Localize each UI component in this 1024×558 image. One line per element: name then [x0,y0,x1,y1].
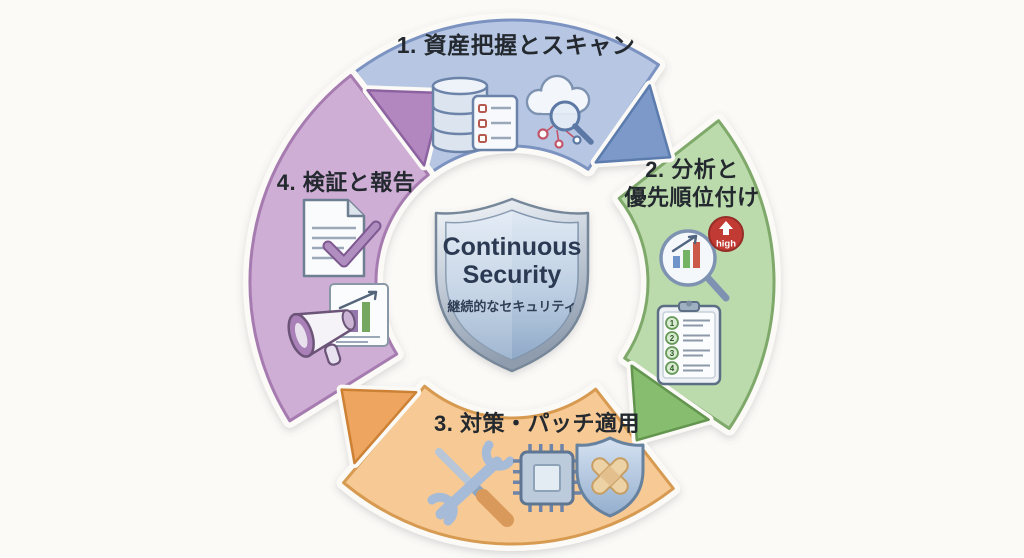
stage-4-icons [287,198,389,366]
high-priority-badge-label: high [716,239,736,250]
priority-number-4: 4 [670,364,675,373]
shield-subtitle: 継続的なセキュリティ [447,299,577,314]
stage-1-label: 1. 資産把握とスキャン [356,31,676,59]
priority-number-3: 3 [670,349,675,358]
center-shield [434,197,590,373]
high-priority-badge: high [708,216,744,252]
priority-clipboard-icon: 1 2 3 4 [656,300,722,386]
priority-number-2: 2 [670,334,675,343]
stage-3-icons [427,436,645,527]
stage-2-icons: high 1 2 3 4 [656,216,744,386]
search-magnifier-icon [549,100,594,145]
shield-title-line-2: Security [462,261,562,289]
analysis-magnifier-icon [659,229,730,302]
stage-3-label-line: 3. 対策・パッチ適用 [434,411,640,436]
stage-4-label-line: 4. 検証と報告 [276,170,416,195]
chip-icon [513,444,581,512]
priority-number-1: 1 [670,319,675,328]
stage-3-label: 3. 対策・パッチ適用 [377,410,697,438]
stage-2-label-line-2: 優先順位付け [624,185,760,210]
flow-arrow-2-to-3 [630,364,710,442]
patch-shield-icon [575,436,645,518]
flow-arrow-1-to-2 [594,84,672,164]
verified-report-icon [302,198,382,278]
stage-2-label: 2. 分析と 優先順位付け [602,156,782,212]
megaphone-icon [287,309,356,366]
network-nodes-icon [537,125,582,149]
stage-4-label: 4. 検証と報告 [256,169,436,197]
tools-icon [427,440,515,527]
checklist-panel-icon [471,94,519,152]
shield-title-line-1: Continuous [442,233,582,261]
center-shield-text: Continuous Security 継続的なセキュリティ [432,233,592,315]
stage-2-label-line-1: 2. 分析と [645,157,739,182]
stage-1-label-line: 1. 資産把握とスキャン [396,32,636,58]
flow-arrow-3-to-4 [340,388,418,465]
stage-1-icons [431,74,594,154]
